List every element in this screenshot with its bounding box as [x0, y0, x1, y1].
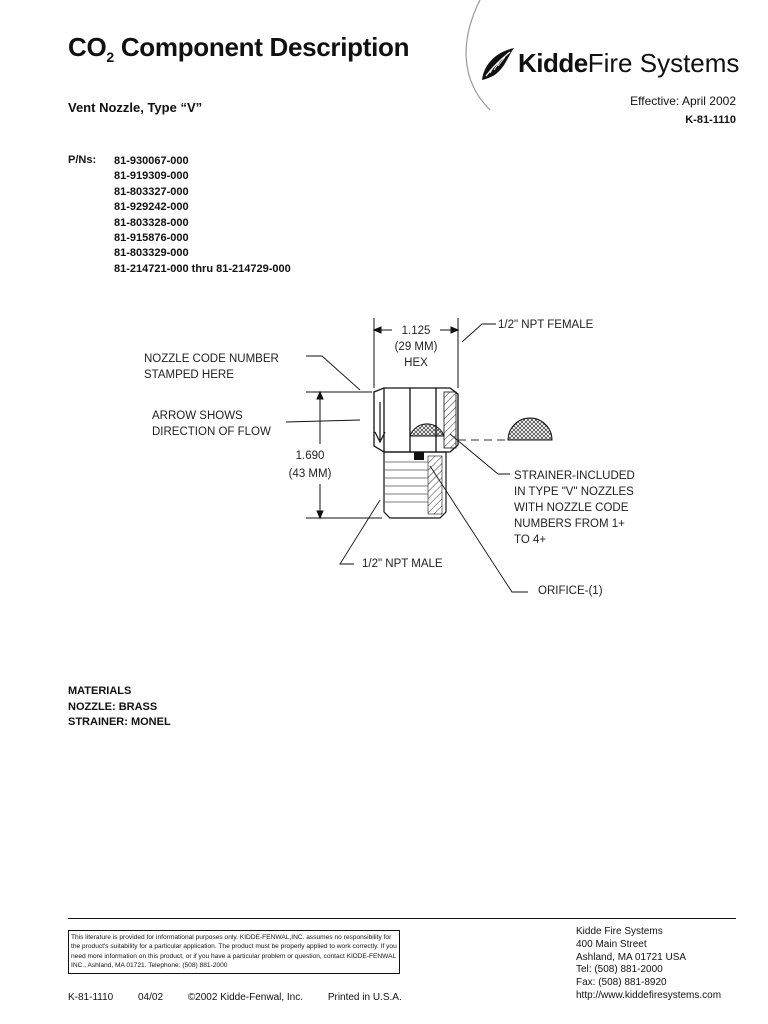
strainer-in-nozzle — [409, 423, 445, 437]
effective-date: Effective: April 2002 — [630, 94, 736, 108]
strainer-label-line4: NUMBERS FROM 1+ — [514, 518, 625, 530]
part-number: 81-919309-000 — [114, 170, 189, 183]
company-address: Kidde Fire Systems 400 Main Street Ashla… — [576, 926, 721, 1003]
part-number: 81-214721-000 thru 81-214729-000 — [114, 262, 291, 275]
strainer-label-line2: IN TYPE "V" NOZZLES — [514, 486, 634, 498]
address-website[interactable]: http://www.kiddefiresystems.com — [576, 989, 722, 1001]
npt-male-label: 1/2" NPT MALE — [362, 558, 443, 570]
part-number: 81-930067-000 — [114, 155, 189, 167]
arrow-label-line2: DIRECTION OF FLOW — [152, 426, 271, 438]
footer-doc-code: K-81-1110 — [68, 992, 114, 1003]
code-label-line2: STAMPED HERE — [144, 369, 234, 381]
height-dim-mm: (43 MM) — [289, 468, 332, 480]
part-number: 81-929242-000 — [114, 201, 189, 214]
hex-dim-value: 1.125 — [402, 325, 431, 337]
strainer-label-line1: STRAINER-INCLUDED — [514, 470, 635, 482]
hex-dimension — [372, 318, 460, 388]
footer-copyright: ©2002 Kidde-Fenwal, Inc. — [187, 992, 304, 1003]
footer-date: 04/02 — [138, 992, 164, 1003]
footer-info: K-81-1110 04/02 ©2002 Kidde-Fenwal, Inc.… — [68, 992, 424, 1003]
thread-lines — [384, 461, 428, 503]
flow-arrow-icon — [374, 402, 386, 444]
hex-dim-hex: HEX — [404, 357, 428, 369]
hex-wall-section — [443, 391, 457, 449]
arrow-label-line1: ARROW SHOWS — [152, 410, 243, 422]
page-title: CO2 Component Description — [68, 32, 410, 65]
strainer-detail — [507, 417, 553, 441]
flame-leaf-icon — [482, 48, 514, 80]
strainer-label-line3: WITH NOZZLE CODE — [514, 502, 629, 514]
address-city: Ashland, MA 01721 USA — [576, 951, 687, 963]
height-dim-value: 1.690 — [296, 450, 325, 462]
npt-female-label: 1/2" NPT FEMALE — [498, 319, 594, 331]
product-subtitle: Vent Nozzle, Type “V” — [68, 100, 203, 115]
address-street: 400 Main Street — [576, 938, 647, 950]
document-number: K-81-1110 — [685, 114, 736, 126]
orifice — [414, 452, 424, 460]
materials-heading: MATERIALS — [68, 685, 132, 697]
disclaimer-box: This literature is provided for informat… — [68, 930, 400, 974]
height-dimension — [306, 390, 382, 520]
male-stem — [383, 451, 447, 519]
address-fax: Fax: (508) 881-8920 — [576, 977, 667, 989]
address-company: Kidde Fire Systems — [576, 926, 663, 937]
brand-name: KiddeFire Systems — [518, 48, 740, 78]
part-number: 81-803327-000 — [114, 185, 189, 198]
materials-strainer: STRAINER: MONEL — [68, 716, 171, 728]
materials-section: MATERIALS NOZZLE: BRASS STRAINER: MONEL — [68, 684, 171, 731]
part-number: 81-915876-000 — [114, 232, 189, 245]
part-numbers-label: P/Ns: — [68, 154, 97, 166]
materials-nozzle: NOZZLE: BRASS — [68, 700, 158, 713]
hex-body — [373, 387, 459, 453]
part-number: 81-803329-000 — [114, 247, 189, 260]
stem-wall-section — [427, 455, 443, 515]
part-number: 81-803328-000 — [114, 216, 189, 229]
footer-divider — [68, 918, 736, 919]
address-tel: Tel: (508) 881-2000 — [576, 964, 663, 976]
footer-printed: Printed in U.S.A. — [327, 992, 402, 1003]
orifice-label: ORIFICE-(1) — [538, 585, 603, 597]
part-numbers-list: 81-930067-000 81-919309-000 81-803327-00… — [114, 154, 291, 277]
leader-lines — [285, 323, 528, 593]
strainer-label-line5: TO 4+ — [514, 534, 546, 546]
kidde-logo: KiddeFire Systems — [478, 40, 748, 90]
code-label-line1: NOZZLE CODE NUMBER — [144, 353, 279, 365]
hex-dim-mm: (29 MM) — [395, 341, 438, 353]
header-curve — [465, 0, 491, 110]
